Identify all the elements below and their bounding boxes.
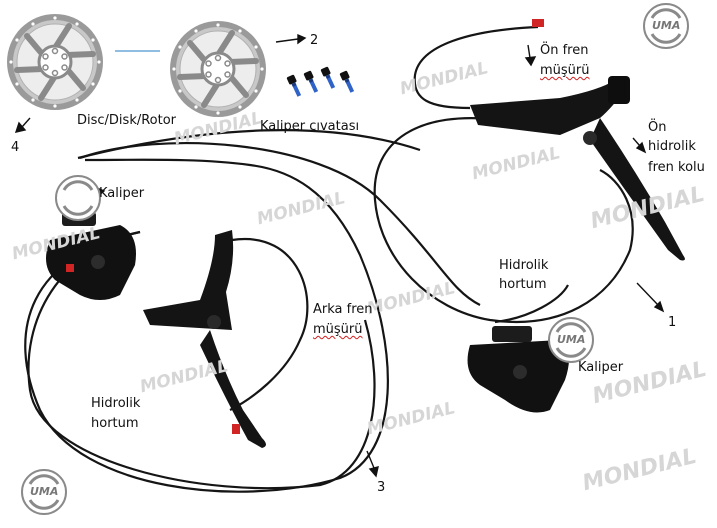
rear-hose-label-line1: Hidrolik <box>91 396 141 411</box>
rear-caliper-label: Kaliper <box>99 186 145 201</box>
arrow-icon <box>14 33 665 478</box>
callout-number-2: 2 <box>310 33 319 48</box>
rotor-label: Disc/Disk/Rotor <box>77 113 177 128</box>
callout-number-1: 1 <box>668 315 677 330</box>
brake-lever-icon <box>470 76 685 261</box>
uma-logo-icon <box>54 174 102 222</box>
front-mount-label-line2: müşürü <box>540 63 590 78</box>
front-mount-label-line1: Ön fren <box>540 43 589 58</box>
rear-mount-label-line2: müşürü <box>313 322 363 337</box>
rear-hose-label-line2: hortum <box>91 416 139 431</box>
brake-lever-icon <box>143 230 266 448</box>
front-lever-label-line3: fren kolu <box>648 160 705 175</box>
hose-end-fitting <box>532 19 544 27</box>
hose-icon <box>24 129 481 493</box>
uma-logo-text: UMA <box>557 333 586 346</box>
rear-mount-label-line1: Arka fren <box>313 302 373 317</box>
callout-number-4: 4 <box>11 140 20 155</box>
front-hose-label-line1: Hidrolik <box>499 258 549 273</box>
front-lever-label-line2: hidrolik <box>648 139 696 154</box>
rotor-icon <box>170 21 266 117</box>
uma-logo-text: UMA <box>30 485 59 498</box>
rotor-icon <box>7 14 103 110</box>
bolts-label: Kaliper cıvatası <box>260 119 360 134</box>
front-hose-label-line2: hortum <box>499 277 547 292</box>
bolt-icon <box>286 66 356 98</box>
hose-icon <box>373 25 634 324</box>
callout-number-3: 3 <box>377 480 386 495</box>
uma-logo-text: UMA <box>652 19 681 32</box>
front-caliper-label: Kaliper <box>578 360 624 375</box>
caliper-icon <box>467 326 569 413</box>
front-lever-label-line1: Ön <box>648 120 667 135</box>
